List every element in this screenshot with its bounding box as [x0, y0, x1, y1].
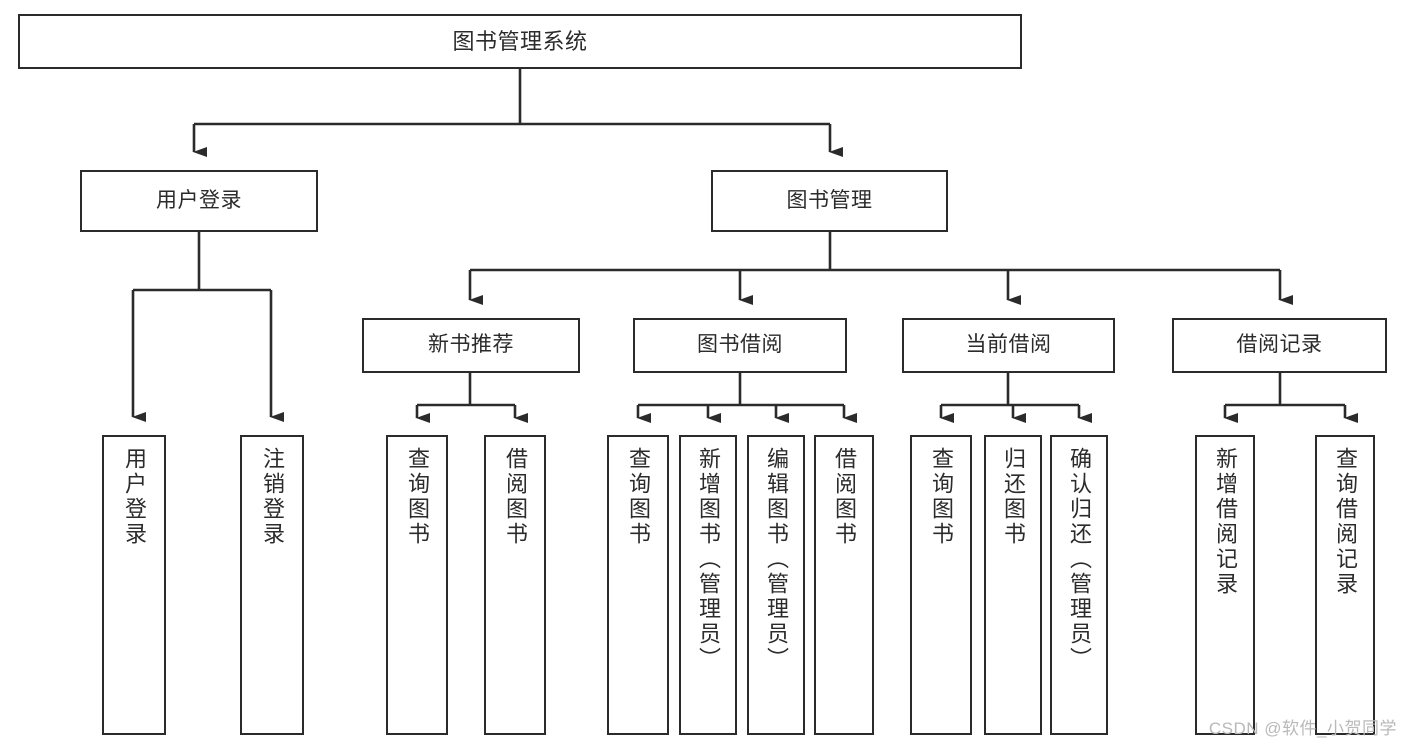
- leaf-query-book-1[interactable]: 查询图书: [386, 435, 448, 735]
- node-root-label: 图书管理系统: [452, 28, 588, 54]
- node-borrow-record[interactable]: 借阅记录: [1172, 318, 1387, 373]
- leaf-edit-book-label: 编辑图书（管理员）: [764, 447, 789, 672]
- leaf-logout-login[interactable]: 注销登录: [240, 435, 304, 735]
- leaf-borrow-book-1-label: 借阅图书: [503, 447, 528, 547]
- leaf-return-book-label: 归还图书: [1001, 447, 1026, 547]
- node-user-login[interactable]: 用户登录: [80, 170, 318, 232]
- leaf-query-book-3-label: 查询图书: [929, 447, 954, 547]
- leaf-query-record[interactable]: 查询借阅记录: [1315, 435, 1375, 735]
- node-current-borrow[interactable]: 当前借阅: [902, 318, 1115, 373]
- leaf-query-record-label: 查询借阅记录: [1333, 447, 1358, 597]
- leaf-add-record[interactable]: 新增借阅记录: [1195, 435, 1255, 735]
- node-root[interactable]: 图书管理系统: [18, 14, 1022, 69]
- leaf-borrow-book-2-label: 借阅图书: [832, 447, 857, 547]
- leaf-edit-book[interactable]: 编辑图书（管理员）: [747, 435, 805, 735]
- leaf-query-book-3[interactable]: 查询图书: [910, 435, 972, 735]
- node-book-manage[interactable]: 图书管理: [711, 170, 948, 232]
- node-current-borrow-label: 当前借阅: [965, 333, 1052, 357]
- node-book-borrow[interactable]: 图书借阅: [633, 318, 847, 373]
- leaf-query-book-2-label: 查询图书: [626, 447, 651, 547]
- leaf-logout-login-label: 注销登录: [260, 447, 285, 547]
- leaf-confirm-return-label: 确认归还（管理员）: [1067, 447, 1092, 672]
- node-new-book-recommend[interactable]: 新书推荐: [362, 318, 580, 373]
- leaf-borrow-book-1[interactable]: 借阅图书: [484, 435, 546, 735]
- leaf-add-record-label: 新增借阅记录: [1213, 447, 1238, 597]
- node-book-manage-label: 图书管理: [786, 188, 873, 212]
- leaf-return-book[interactable]: 归还图书: [984, 435, 1042, 735]
- node-user-login-label: 用户登录: [156, 188, 242, 212]
- node-book-borrow-label: 图书借阅: [697, 333, 783, 357]
- node-new-book-recommend-label: 新书推荐: [428, 333, 514, 357]
- leaf-user-login[interactable]: 用户登录: [102, 435, 166, 735]
- leaf-confirm-return[interactable]: 确认归还（管理员）: [1050, 435, 1108, 735]
- leaf-user-login-label: 用户登录: [122, 447, 147, 547]
- leaf-borrow-book-2[interactable]: 借阅图书: [814, 435, 874, 735]
- leaf-add-book-label: 新增图书（管理员）: [696, 447, 721, 672]
- leaf-query-book-1-label: 查询图书: [405, 447, 430, 547]
- leaf-query-book-2[interactable]: 查询图书: [607, 435, 669, 735]
- watermark: CSDN @软件_小贺同学: [1208, 719, 1397, 738]
- node-borrow-record-label: 借阅记录: [1236, 333, 1323, 357]
- leaf-add-book[interactable]: 新增图书（管理员）: [679, 435, 737, 735]
